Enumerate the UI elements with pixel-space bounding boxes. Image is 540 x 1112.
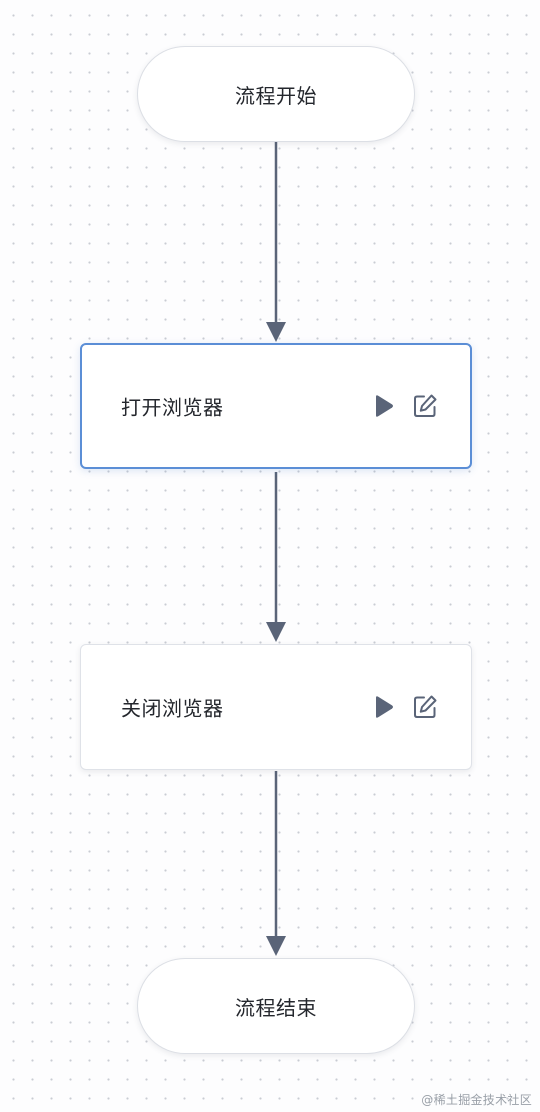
step-label: 打开浏览器 bbox=[121, 395, 224, 420]
play-icon[interactable] bbox=[372, 694, 396, 720]
arrowhead-icon bbox=[266, 622, 286, 642]
connector-step-1-to-step-2 bbox=[266, 472, 286, 642]
watermark: @稀土掘金技术社区 bbox=[421, 1093, 532, 1107]
edit-icon[interactable] bbox=[412, 694, 438, 720]
arrowhead-icon bbox=[266, 322, 286, 342]
play-icon[interactable] bbox=[372, 393, 396, 419]
flow-step-close-browser[interactable]: 关闭浏览器 bbox=[80, 644, 472, 770]
flow-step-open-browser[interactable]: 打开浏览器 bbox=[80, 343, 472, 469]
connector-start-to-step-1 bbox=[266, 142, 286, 342]
step-label: 关闭浏览器 bbox=[121, 696, 224, 721]
edit-icon[interactable] bbox=[412, 393, 438, 419]
flow-start-label: 流程开始 bbox=[235, 83, 317, 108]
flow-end-node[interactable]: 流程结束 bbox=[137, 958, 415, 1054]
connector-step-2-to-end bbox=[266, 771, 286, 956]
flow-end-label: 流程结束 bbox=[235, 995, 317, 1020]
arrowhead-icon bbox=[266, 936, 286, 956]
flow-start-node[interactable]: 流程开始 bbox=[137, 46, 415, 142]
